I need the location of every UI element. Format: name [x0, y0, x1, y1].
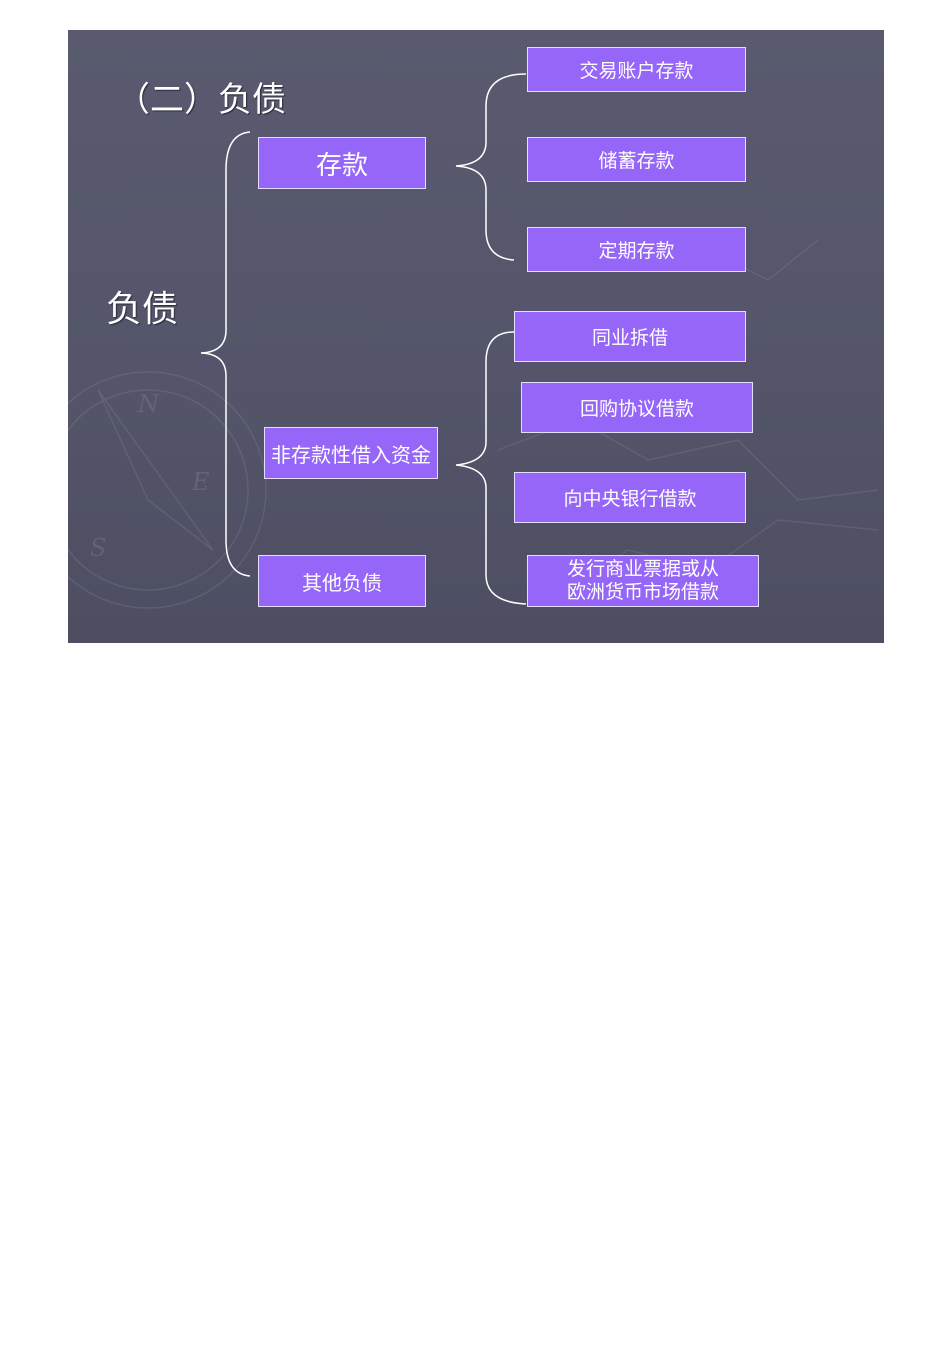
- other-liabilities-box: 其他负债: [258, 555, 426, 607]
- central-bank-borrowing-box: 向中央银行借款: [514, 472, 746, 523]
- slide-title: （二）负债: [116, 80, 286, 120]
- svg-text:N: N: [137, 390, 160, 418]
- commercial-paper-line-1: 发行商业票据或从: [566, 558, 719, 580]
- repo-borrowing-box: 回购协议借款: [521, 382, 753, 433]
- commercial-paper-line-2: 欧洲货币市场借款: [566, 581, 719, 603]
- root-label: 负债: [106, 289, 179, 330]
- svg-text:S: S: [90, 534, 106, 562]
- root-brace: [200, 131, 251, 577]
- svg-text:E: E: [191, 468, 210, 496]
- deposits-brace: [455, 73, 527, 261]
- borrowing-brace: [455, 331, 527, 605]
- deposits-box: 存款: [258, 137, 426, 189]
- savings-deposit-box: 储蓄存款: [527, 137, 746, 182]
- time-deposit-box: 定期存款: [527, 227, 746, 272]
- bracket-lines: [200, 73, 527, 605]
- transaction-account-deposit-box: 交易账户存款: [527, 47, 746, 92]
- slide: N E S （二）负债 负债 存款 非存款性借入资金 其他负债 交易账户存款 储…: [68, 30, 884, 643]
- non-deposit-borrowing-box: 非存款性借入资金: [264, 427, 438, 479]
- interbank-lending-box: 同业拆借: [514, 311, 746, 362]
- commercial-paper-eurocurrency-box: 发行商业票据或从 欧洲货币市场借款: [527, 555, 759, 607]
